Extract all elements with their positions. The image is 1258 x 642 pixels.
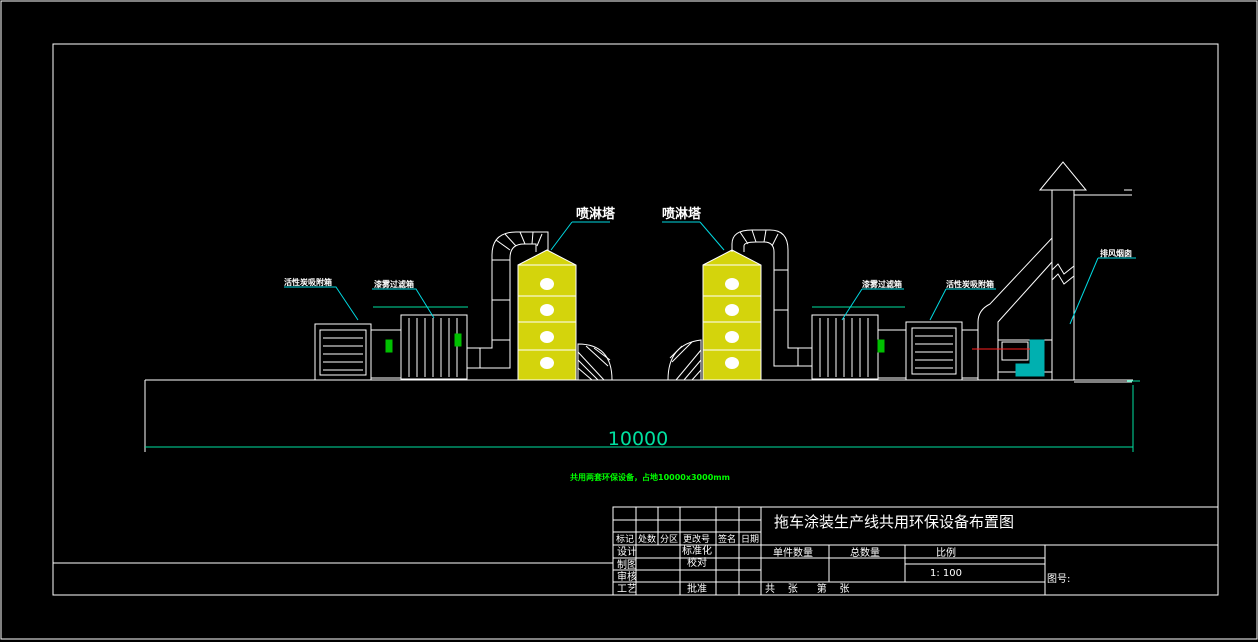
role-draw: 制图 (617, 558, 637, 571)
value-scale: 1: 100 (930, 568, 962, 579)
ground-slab (144, 379, 1133, 452)
exhaust-fan (972, 236, 1053, 380)
label-approve: 批准 (687, 582, 707, 595)
dimension-line (145, 380, 1140, 452)
label-scale: 比例 (936, 546, 956, 559)
label-unit-qty: 单件数量 (773, 546, 813, 559)
rev-header-date: 日期 (741, 534, 759, 545)
left-duct (467, 231, 613, 381)
left-spray-tower (517, 249, 577, 381)
rev-header-change-no: 更改号 (683, 533, 710, 545)
left-filter-box (373, 306, 468, 380)
label-carbon-box-left: 活性炭吸附箱 (284, 277, 332, 287)
role-review: 审核 (617, 570, 637, 583)
right-spray-tower (702, 249, 762, 381)
dimension-total-length: 10000 (608, 428, 668, 450)
label-sheets: 共 张 第 张 (765, 582, 850, 595)
label-total-qty: 总数量 (850, 546, 880, 559)
rev-header-mark: 标记 (616, 533, 634, 545)
label-chimney: 排风烟囱 (1100, 248, 1132, 258)
role-process: 工艺 (617, 583, 637, 595)
role-design: 设计 (617, 545, 637, 558)
label-carbon-box-right: 活性炭吸附箱 (946, 279, 994, 289)
title-block (612, 506, 1219, 596)
label-filter-box-left: 漆雾过滤箱 (374, 279, 414, 289)
drawing-note: 共用两套环保设备，占地10000x3000mm (570, 472, 730, 482)
rev-header-signature: 签名 (718, 533, 736, 545)
label-tower-left: 喷淋塔 (576, 206, 616, 222)
label-proofread: 校对 (687, 556, 707, 569)
leader-lines (284, 221, 1136, 325)
drawing-title: 拖车涂装生产线共用环保设备布置图 (774, 513, 1014, 531)
right-filter-box (811, 306, 907, 380)
exhaust-chimney (1038, 161, 1132, 383)
right-carbon-box (905, 321, 979, 381)
right-duct (667, 229, 812, 381)
rev-header-count: 处数 (638, 533, 656, 545)
label-tower-right: 喷淋塔 (662, 206, 702, 222)
label-drawing-no: 图号: (1047, 573, 1070, 585)
left-carbon-box (314, 323, 402, 381)
label-standardize: 标准化 (682, 544, 712, 557)
rev-header-zone: 分区 (660, 534, 678, 545)
label-filter-box-right: 漆雾过滤箱 (862, 279, 902, 289)
